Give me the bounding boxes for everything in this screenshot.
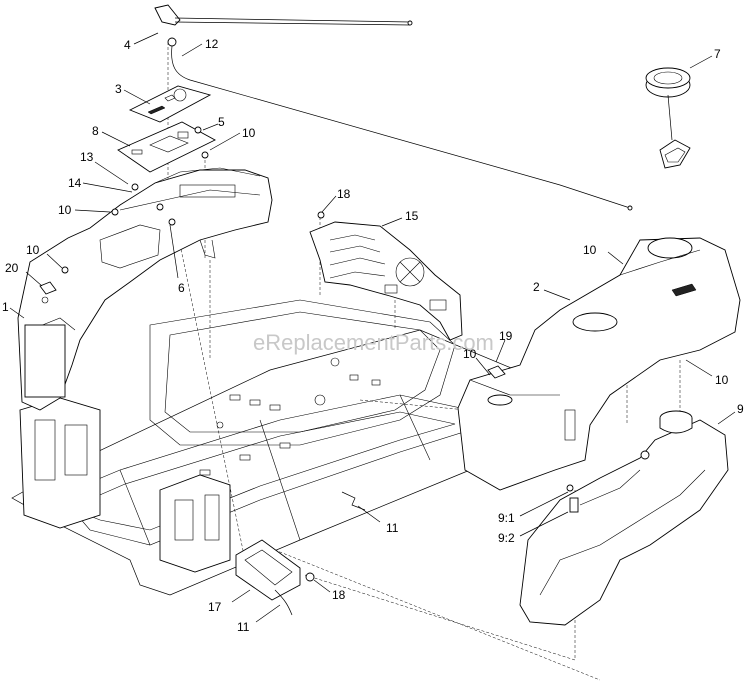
callout-14: 14 [68,176,82,190]
lower-bracket [235,539,315,616]
leader-lines [9,32,736,623]
callout-9-1: 9:1 [498,511,515,525]
fuel-cap [645,67,691,169]
callout-19: 19 [499,329,513,343]
callout-10e: 10 [463,347,477,361]
callout-7: 7 [714,47,721,61]
callout-2: 2 [533,280,540,294]
callout-15: 15 [405,209,419,223]
chassis-frame [11,299,561,596]
callout-10b: 10 [58,203,72,217]
callout-9-2: 9:2 [498,531,515,545]
callout-11b: 11 [237,620,250,634]
callout-20: 20 [5,261,19,275]
cable-11-mid [341,491,366,511]
control-panel-plate [117,121,216,173]
left-fender [17,167,273,411]
cable-12 [171,45,633,211]
hardware-left [39,126,209,295]
frame-holes [199,357,381,476]
callout-4: 4 [124,38,131,52]
callout-9: 9 [737,402,744,416]
callout-18b: 18 [332,588,346,602]
callout-labels: 4 12 3 8 5 10 13 14 10 10 20 6 1 18 15 7… [2,37,744,634]
callout-10a: 10 [242,126,256,140]
callout-10d: 10 [583,243,597,257]
callout-6: 6 [178,281,185,295]
callout-13: 13 [80,150,94,164]
callout-1: 1 [2,300,9,314]
callout-3: 3 [115,82,122,96]
callout-10c: 10 [26,243,40,257]
callout-5: 5 [218,115,225,129]
callout-8: 8 [92,124,99,138]
throttle-lever [154,4,413,47]
callout-10f: 10 [715,373,729,387]
fuel-tank [519,410,729,626]
watermark: eReplacementParts.com [253,330,494,355]
seat-plate [309,211,463,341]
callout-17: 17 [208,600,222,614]
right-fender [457,237,741,491]
callout-18a: 18 [337,187,351,201]
callout-11a: 11 [386,521,399,535]
callout-12: 12 [205,37,219,51]
decal-plate [128,85,212,123]
